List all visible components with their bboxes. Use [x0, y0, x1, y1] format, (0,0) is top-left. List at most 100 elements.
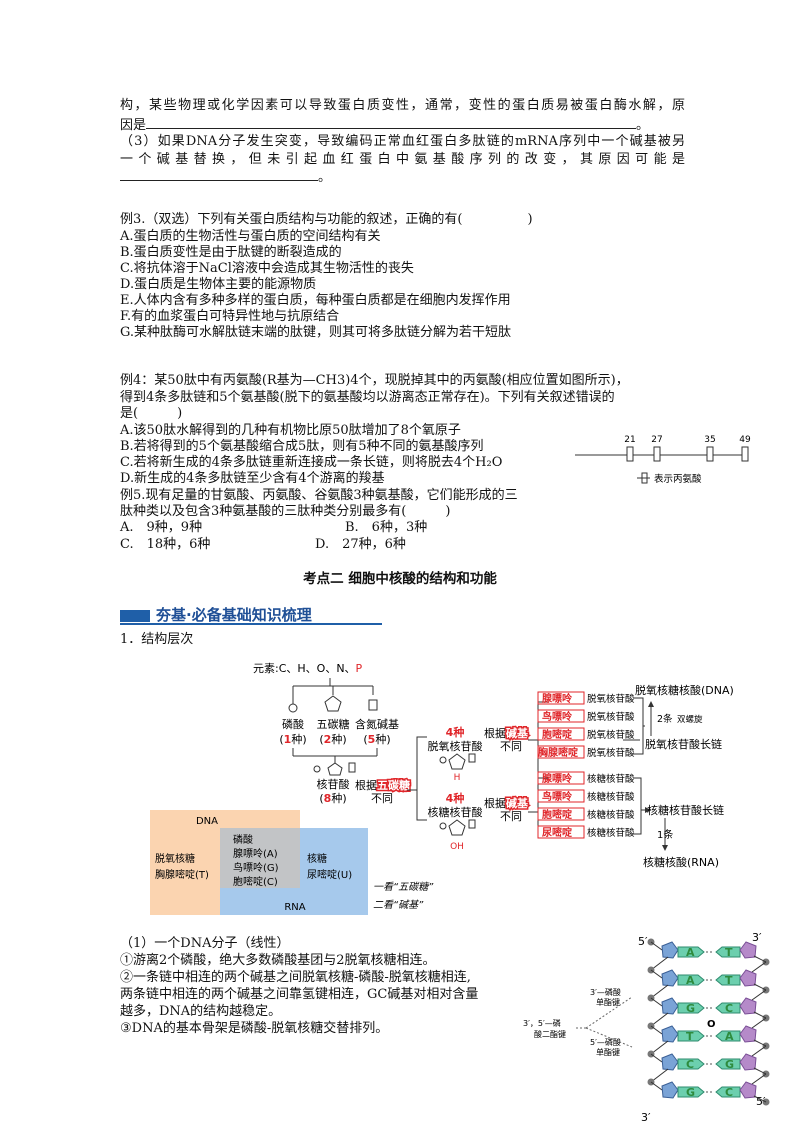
right-base-letter: T — [725, 974, 733, 987]
bracket — [633, 777, 642, 835]
venn-dna-label: DNA — [196, 816, 218, 827]
alanine-mark — [653, 446, 661, 462]
nucleotide-icon — [313, 765, 321, 773]
example5-line: 例5.现有足量的甘氨酸、丙氨酸、谷氨酸3种氨基酸，它们能形成的三 — [120, 488, 518, 503]
sugar-pentagon — [739, 997, 757, 1015]
backbone-bond — [650, 956, 669, 971]
backbone-bond — [753, 955, 767, 963]
venn-common: 磷酸 — [233, 833, 253, 846]
section-banner: 夯基·必备基础知识梳理 — [120, 604, 390, 628]
base-box — [537, 771, 585, 785]
sugar-pentagon — [661, 997, 679, 1015]
legend-text: 表示丙氨酸 — [654, 473, 702, 485]
nucleotide-icon — [327, 762, 343, 776]
dna-point: 越多，DNA的结构越稳定。 — [120, 1004, 282, 1019]
base-icon — [468, 753, 476, 763]
two-strands: 2条 — [657, 713, 673, 725]
backbone-bond — [650, 1053, 663, 1063]
venn-common: 鸟嘌呤(G) — [233, 861, 279, 874]
left-base-letter: G — [686, 1002, 695, 1015]
section-title: 考点二 细胞中核酸的结构和功能 — [303, 571, 497, 587]
dna-product: 脱氧核苷酸 — [587, 729, 635, 741]
base-shape — [677, 1086, 705, 1098]
rna-product: 核糖核苷酸 — [587, 827, 635, 839]
pentose-count: (2种) — [319, 732, 346, 746]
differ-label: 不同 — [371, 792, 393, 805]
dna-name: 脱氧核糖核酸(DNA) — [635, 683, 734, 697]
dna-product: 脱氧核苷酸 — [587, 693, 635, 705]
rna-base: 胞嘧啶 — [541, 808, 572, 821]
sugar-pentagon — [739, 941, 757, 959]
five-prime-top: 5′ — [638, 935, 648, 948]
o-label: O — [707, 1019, 716, 1030]
venn-dna-only: 胸腺嘧啶(T) — [155, 868, 209, 881]
backbone-bond — [650, 984, 669, 999]
left-base-letter: A — [686, 946, 695, 959]
example3-option: E.人体内含有多种多样的蛋白质，每种蛋白质都是在细胞内发挥作用 — [120, 293, 511, 308]
ribose-icon — [448, 819, 466, 836]
subheading: 1．结构层次 — [120, 632, 194, 647]
sugar-pentagon — [739, 1081, 757, 1099]
base-box — [537, 789, 585, 803]
option-c: C. 18种，6种 — [120, 537, 211, 552]
paragraph-line: 因是。 — [120, 116, 685, 134]
rna-product: 核糖核苷酸 — [587, 791, 635, 803]
base-shape — [715, 1086, 741, 1098]
one-strand: 1条 — [657, 828, 673, 841]
alanine-mark — [741, 446, 749, 462]
nucleotide-label: 核苷酸 — [317, 777, 350, 791]
bond-label: 单酯键 — [596, 1047, 620, 1057]
position-label: 49 — [739, 435, 751, 445]
venn-rna-only: 尿嘧啶(U) — [307, 868, 352, 881]
answer-blank[interactable] — [120, 168, 318, 181]
backbone-bond — [751, 961, 767, 973]
bond-label: 5′—磷酸 — [590, 1037, 621, 1047]
bracket — [633, 697, 645, 755]
base-box — [537, 807, 585, 821]
rna-base: 尿嘧啶 — [542, 826, 572, 839]
right-base-letter: C — [725, 1002, 733, 1015]
deoxy-chain: 脱氧核苷酸长链 — [645, 737, 722, 751]
bond-pointer — [576, 996, 633, 1048]
backbone-bond — [650, 1025, 663, 1035]
left-base-letter: A — [686, 974, 695, 987]
backbone-bond — [650, 969, 663, 979]
bond-label: 3′—磷酸 — [590, 987, 621, 997]
phosphodiester-label: 酸二酯键 — [534, 1029, 566, 1039]
example4-line: 是( ) — [120, 406, 183, 421]
rna-product: 核糖核苷酸 — [587, 809, 635, 821]
phosphate-count: (1种) — [279, 732, 306, 746]
h-label: H — [454, 773, 461, 783]
backbone-bond — [751, 1073, 767, 1085]
rna-base: 鸟嘌呤 — [542, 790, 573, 803]
base-shape — [715, 1030, 741, 1042]
base-box — [537, 709, 585, 723]
base-shape — [677, 974, 705, 986]
dna-product: 脱氧核苷酸 — [587, 747, 635, 759]
backbone-bond — [753, 1039, 767, 1047]
differ-label: 不同 — [500, 810, 522, 823]
elements-label: 元素:C、H、O、N、P — [253, 662, 363, 675]
dna-point: ①游离2个磷酸，绝大多数磷酸基团与2脱氧核糖相连。 — [120, 953, 436, 968]
backbone-bond — [751, 989, 767, 1001]
venn-rna-only: 核糖 — [307, 852, 327, 865]
banner-bar — [120, 610, 150, 622]
q3-line: 。 — [120, 168, 685, 186]
right-base-letter: T — [725, 946, 733, 959]
answer-blank[interactable] — [146, 116, 637, 129]
double-helix: 双螺旋 — [677, 714, 703, 725]
backbone-bond — [650, 997, 663, 1007]
look-note: 二看“碱基” — [373, 899, 424, 911]
by-base: 根据碱基 — [484, 796, 529, 810]
base-shape — [677, 1058, 705, 1070]
differ-label: 不同 — [500, 740, 522, 753]
banner-line — [120, 623, 382, 625]
venn-common: 胞嘧啶(C) — [233, 875, 278, 888]
base-shape — [715, 946, 741, 958]
base-box — [537, 727, 585, 741]
look-note: 一看“五碳糖” — [373, 881, 434, 893]
dna-base: 腺嘌呤 — [542, 692, 573, 705]
example4-option: C.若将新生成的4条多肽链重新连接成一条长链，则将脱去4个H₂O — [120, 455, 503, 470]
